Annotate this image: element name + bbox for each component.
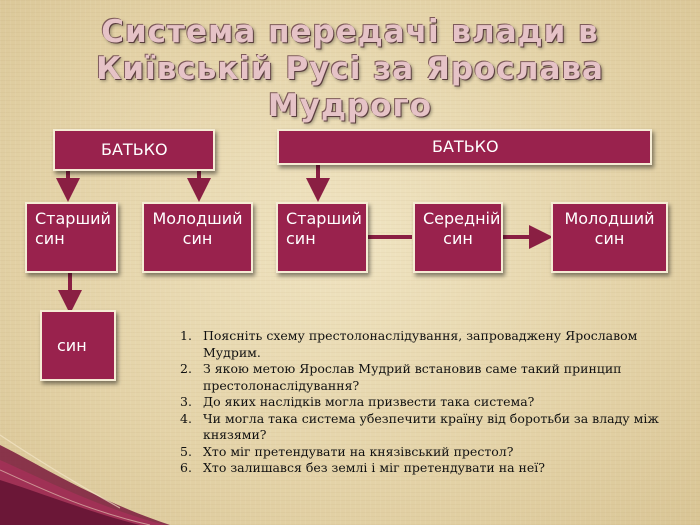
- question-number: 6.: [180, 460, 192, 475]
- decorative-corner-swoosh: [0, 434, 170, 525]
- question-number: 4.: [180, 410, 192, 426]
- question-item: 2. З якою метою Ярослав Мудрий встановив …: [170, 361, 670, 394]
- left-father-box: БАТЬКО: [53, 129, 215, 171]
- slide-title: Система передачі влади в Київській Русі …: [96, 14, 604, 124]
- right-elder-son-box: Старший син: [276, 202, 368, 273]
- question-number: 3.: [180, 394, 192, 409]
- questions-list: 1. Поясніть схему престолонаслідування, з…: [170, 328, 670, 477]
- left-elder-son-box: Старший син: [25, 202, 118, 273]
- question-item: 6. Хто залишався без землі і міг претенду…: [170, 460, 670, 477]
- question-text: Хто міг претендувати на князівський прес…: [203, 443, 514, 459]
- question-text: Поясніть схему престолонаслідування, зап…: [203, 328, 638, 360]
- right-father-box: БАТЬКО: [277, 129, 652, 165]
- grandson-box: син: [40, 310, 116, 381]
- question-number: 5.: [180, 443, 192, 459]
- question-text: Хто залишався без землі і міг претендува…: [203, 460, 545, 475]
- right-middle-son-box: Середній син: [413, 202, 503, 273]
- question-text: До яких наслідків могла призвести така с…: [203, 394, 535, 409]
- left-younger-son-box: Молодший син: [142, 202, 253, 273]
- question-text: Чи могла така система убезпечити країну …: [203, 410, 659, 443]
- question-text: З якою метою Ярослав Мудрий встановив са…: [203, 361, 622, 393]
- question-item: 4. Чи могла така система убезпечити країн…: [170, 411, 670, 444]
- question-number: 2.: [180, 361, 192, 376]
- right-younger-son-box: Молодший син: [551, 202, 668, 273]
- question-item: 1. Поясніть схему престолонаслідування, з…: [170, 328, 670, 361]
- question-number: 1.: [180, 328, 192, 343]
- question-item: 5. Хто міг претендувати на князівський пр…: [170, 444, 670, 461]
- question-item: 3. До яких наслідків могла призвести така…: [170, 394, 670, 411]
